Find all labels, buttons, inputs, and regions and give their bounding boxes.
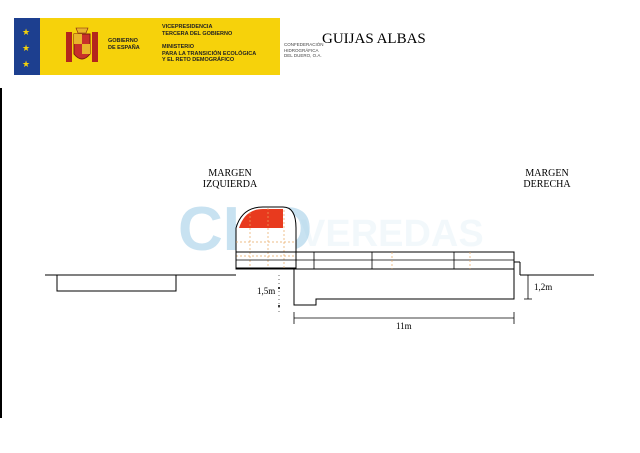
watermark-ghost: VEREDAS [300,213,484,255]
eu-stars-icon: ★ [22,27,31,37]
eu-stars-icon: ★ [22,59,31,69]
ministry-label: MINISTERIO PARA LA TRANSICIÓN ECOLÓGICA … [162,44,257,63]
vice-presidency-label: VICEPRESIDENCIA TERCERA DEL GOBIERNO [162,24,233,37]
left-height-dimension [278,275,280,312]
ministry-logo-block: GOBIERNO DE ESPAÑA VICEPRESIDENCIA TERCE… [40,18,280,75]
width-dimension [293,312,515,324]
right-height-dimension [524,274,532,300]
agency-logo-block: CONFEDERACIÓN HIDROGRÁFICA DEL DUERO, O.… [280,18,333,75]
width-label: 11m [396,321,412,331]
gov-label: GOBIERNO DE ESPAÑA [108,38,140,51]
bridge-deck [235,251,521,275]
left-trench [56,275,177,292]
government-header: ★ ★ ★ GOBIERNO DE ESPAÑA VICEPRESIDENCIA… [14,18,333,75]
channel-bed [293,269,515,306]
eu-flag-strip: ★ ★ ★ [14,18,40,75]
page-left-rule [0,88,2,418]
left-height-label: 1,5m [257,286,276,296]
right-height-label: 1,2m [534,282,553,292]
eu-stars-icon: ★ [22,43,31,53]
left-bank-label: MARGEN IZQUIERDA [202,168,258,190]
agency-label: CONFEDERACIÓN HIDROGRÁFICA DEL DUERO, O.… [284,42,324,58]
right-bank-label: MARGEN DERECHA [523,168,571,190]
svg-text:VEREDAS: VEREDAS [300,213,484,255]
left-abutment [235,206,297,269]
page-title: GUIJAS ALBAS [322,31,426,47]
coat-of-arms-icon [66,27,98,62]
